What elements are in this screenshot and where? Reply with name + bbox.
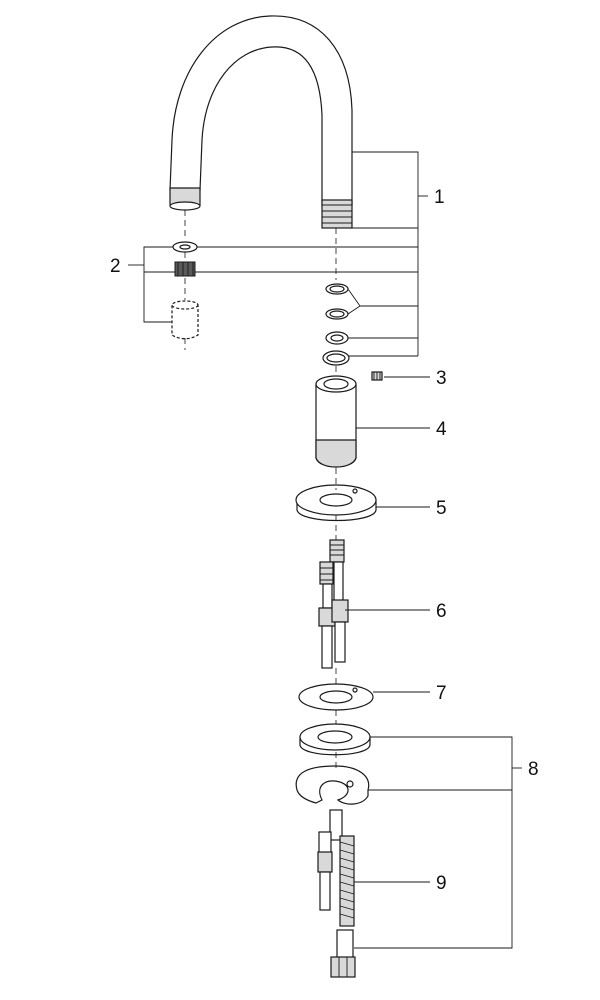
body-part: [315, 375, 357, 468]
callout-2: 2: [110, 256, 121, 277]
callout-6: 6: [436, 601, 447, 622]
callout-8: 8: [528, 759, 539, 780]
escutcheon-part: [295, 484, 377, 522]
threaded-rod-part: [317, 809, 356, 978]
callout-1: 1: [434, 187, 445, 208]
callout-4: 4: [436, 419, 447, 440]
washer-part: [298, 683, 374, 711]
callout-9: 9: [436, 873, 447, 894]
o-rings-part: [322, 283, 350, 366]
leader-lines: [128, 151, 522, 949]
supply-tubes-part: [318, 539, 349, 669]
spout-part: [169, 15, 353, 229]
callout-3: 3: [436, 368, 447, 389]
callout-7: 7: [436, 683, 447, 704]
set-screw-part: [371, 371, 383, 381]
callouts: 1 2 3 4 5 6 7 8 9: [110, 187, 539, 894]
callout-5: 5: [436, 498, 447, 519]
mounting-kit-part: [295, 723, 371, 805]
aerator-part: [171, 241, 199, 340]
assembly-axis-lines: [184, 210, 337, 770]
